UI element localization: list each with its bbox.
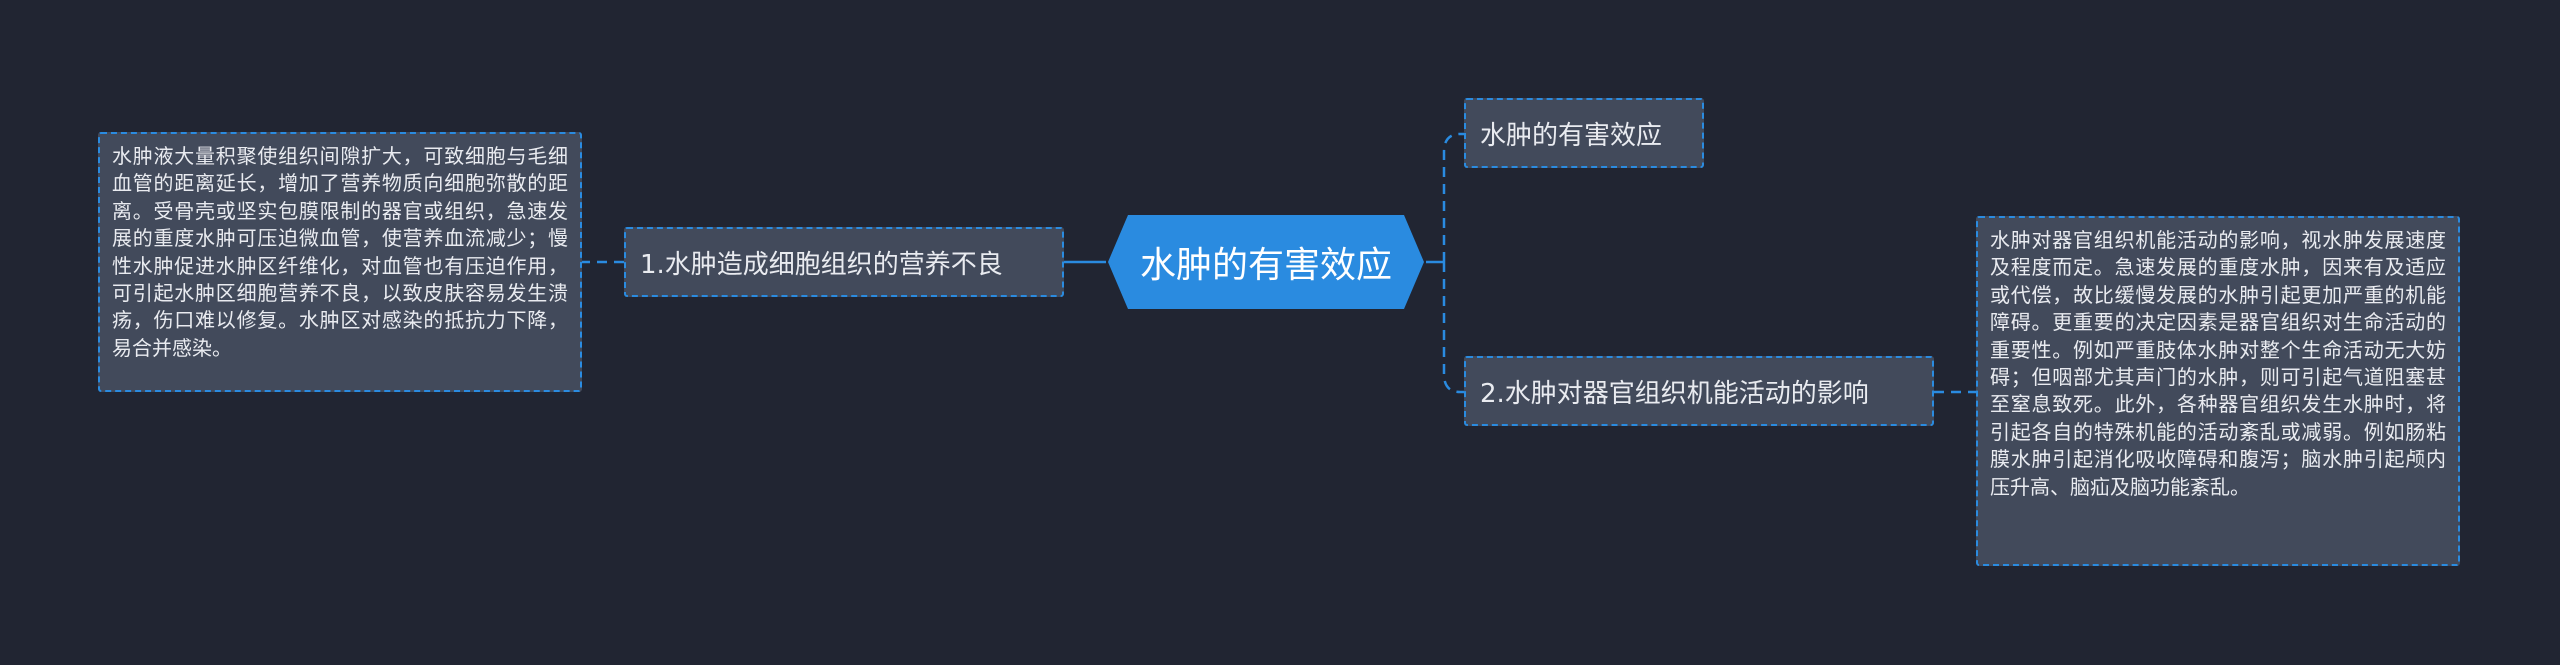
topic-nutrition-deficit-label: 1.水肿造成细胞组织的营养不良 [640, 249, 1003, 280]
topic-organ-function[interactable]: 2.水肿对器官组织机能活动的影响 [1464, 356, 1934, 426]
connector-right-bottom [1442, 262, 1464, 394]
central-topic[interactable]: 水肿的有害效应 [1106, 213, 1426, 311]
topic-nutrition-deficit[interactable]: 1.水肿造成细胞组织的营养不良 [624, 227, 1064, 297]
connector-right-top [1442, 132, 1464, 262]
note-organ-function-text: 水肿对器官组织机能活动的影响，视水肿发展速度及程度而定。急速发展的重度水肿，因来… [1990, 228, 2446, 499]
note-nutrition-deficit-text: 水肿液大量积聚使组织间隙扩大，可致细胞与毛细血管的距离延长，增加了营养物质向细胞… [112, 144, 568, 360]
topic-harmful-effects-label: 水肿的有害效应 [1480, 120, 1663, 151]
central-topic-label: 水肿的有害效应 [1139, 245, 1392, 286]
topic-harmful-effects[interactable]: 水肿的有害效应 [1464, 98, 1704, 168]
note-organ-function[interactable]: 水肿对器官组织机能活动的影响，视水肿发展速度及程度而定。急速发展的重度水肿，因来… [1976, 216, 2460, 566]
note-nutrition-deficit[interactable]: 水肿液大量积聚使组织间隙扩大，可致细胞与毛细血管的距离延长，增加了营养物质向细胞… [98, 132, 582, 392]
central-topic-shape [1108, 215, 1424, 309]
topic-organ-function-label: 2.水肿对器官组织机能活动的影响 [1480, 378, 1869, 409]
